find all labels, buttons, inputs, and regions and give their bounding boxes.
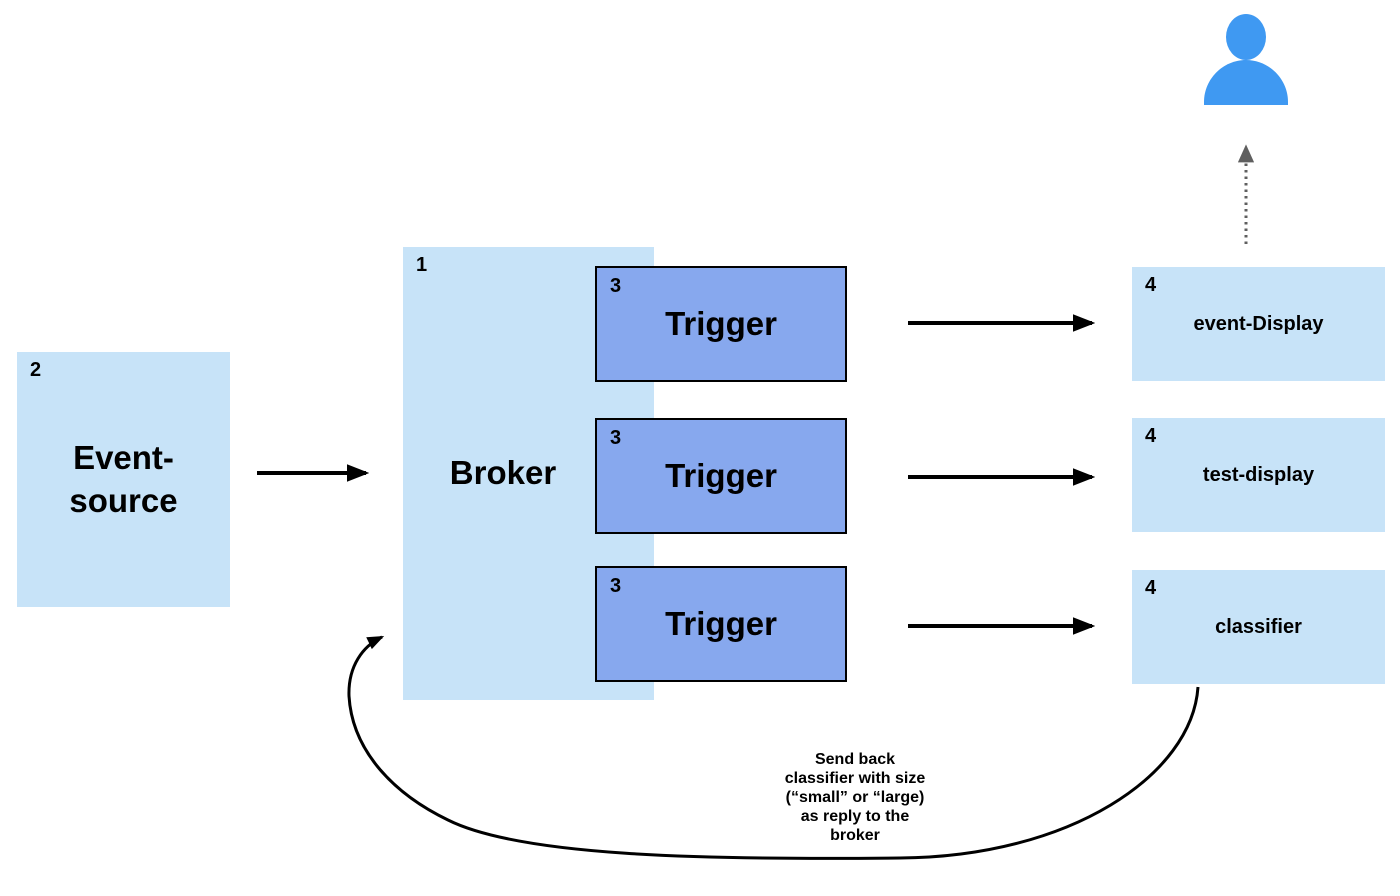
trigger-label: Trigger	[665, 604, 777, 642]
event-source-box: 2 Event- source	[17, 352, 230, 607]
target-step-number: 4	[1145, 274, 1157, 296]
target-step-number: 4	[1145, 425, 1157, 447]
trigger-label: Trigger	[665, 304, 777, 342]
trigger-step-number: 3	[610, 275, 622, 297]
classifier-label: classifier	[1215, 615, 1302, 638]
event-source-step-number: 2	[30, 359, 42, 381]
broker-label: Broker	[449, 454, 557, 492]
broker-step-number: 1	[416, 254, 428, 276]
event-display-box: 4 event-Display	[1132, 267, 1385, 381]
event-source-label: Event- source	[69, 438, 178, 519]
return-arrow-annotation: Send back classifier with size (“small” …	[784, 751, 926, 844]
target-step-number: 4	[1145, 577, 1157, 599]
trigger-box-3: 3 Trigger	[595, 566, 847, 682]
test-display-box: 4 test-display	[1132, 418, 1385, 532]
trigger-box-1: 3 Trigger	[595, 266, 847, 382]
trigger-step-number: 3	[610, 575, 622, 597]
user-icon	[1204, 14, 1288, 105]
trigger-step-number: 3	[610, 427, 622, 449]
test-display-label: test-display	[1202, 463, 1315, 486]
trigger-label: Trigger	[665, 456, 777, 494]
classifier-box: 4 classifier	[1132, 570, 1385, 684]
trigger-box-2: 3 Trigger	[595, 418, 847, 534]
event-display-label: event-Display	[1193, 312, 1324, 335]
